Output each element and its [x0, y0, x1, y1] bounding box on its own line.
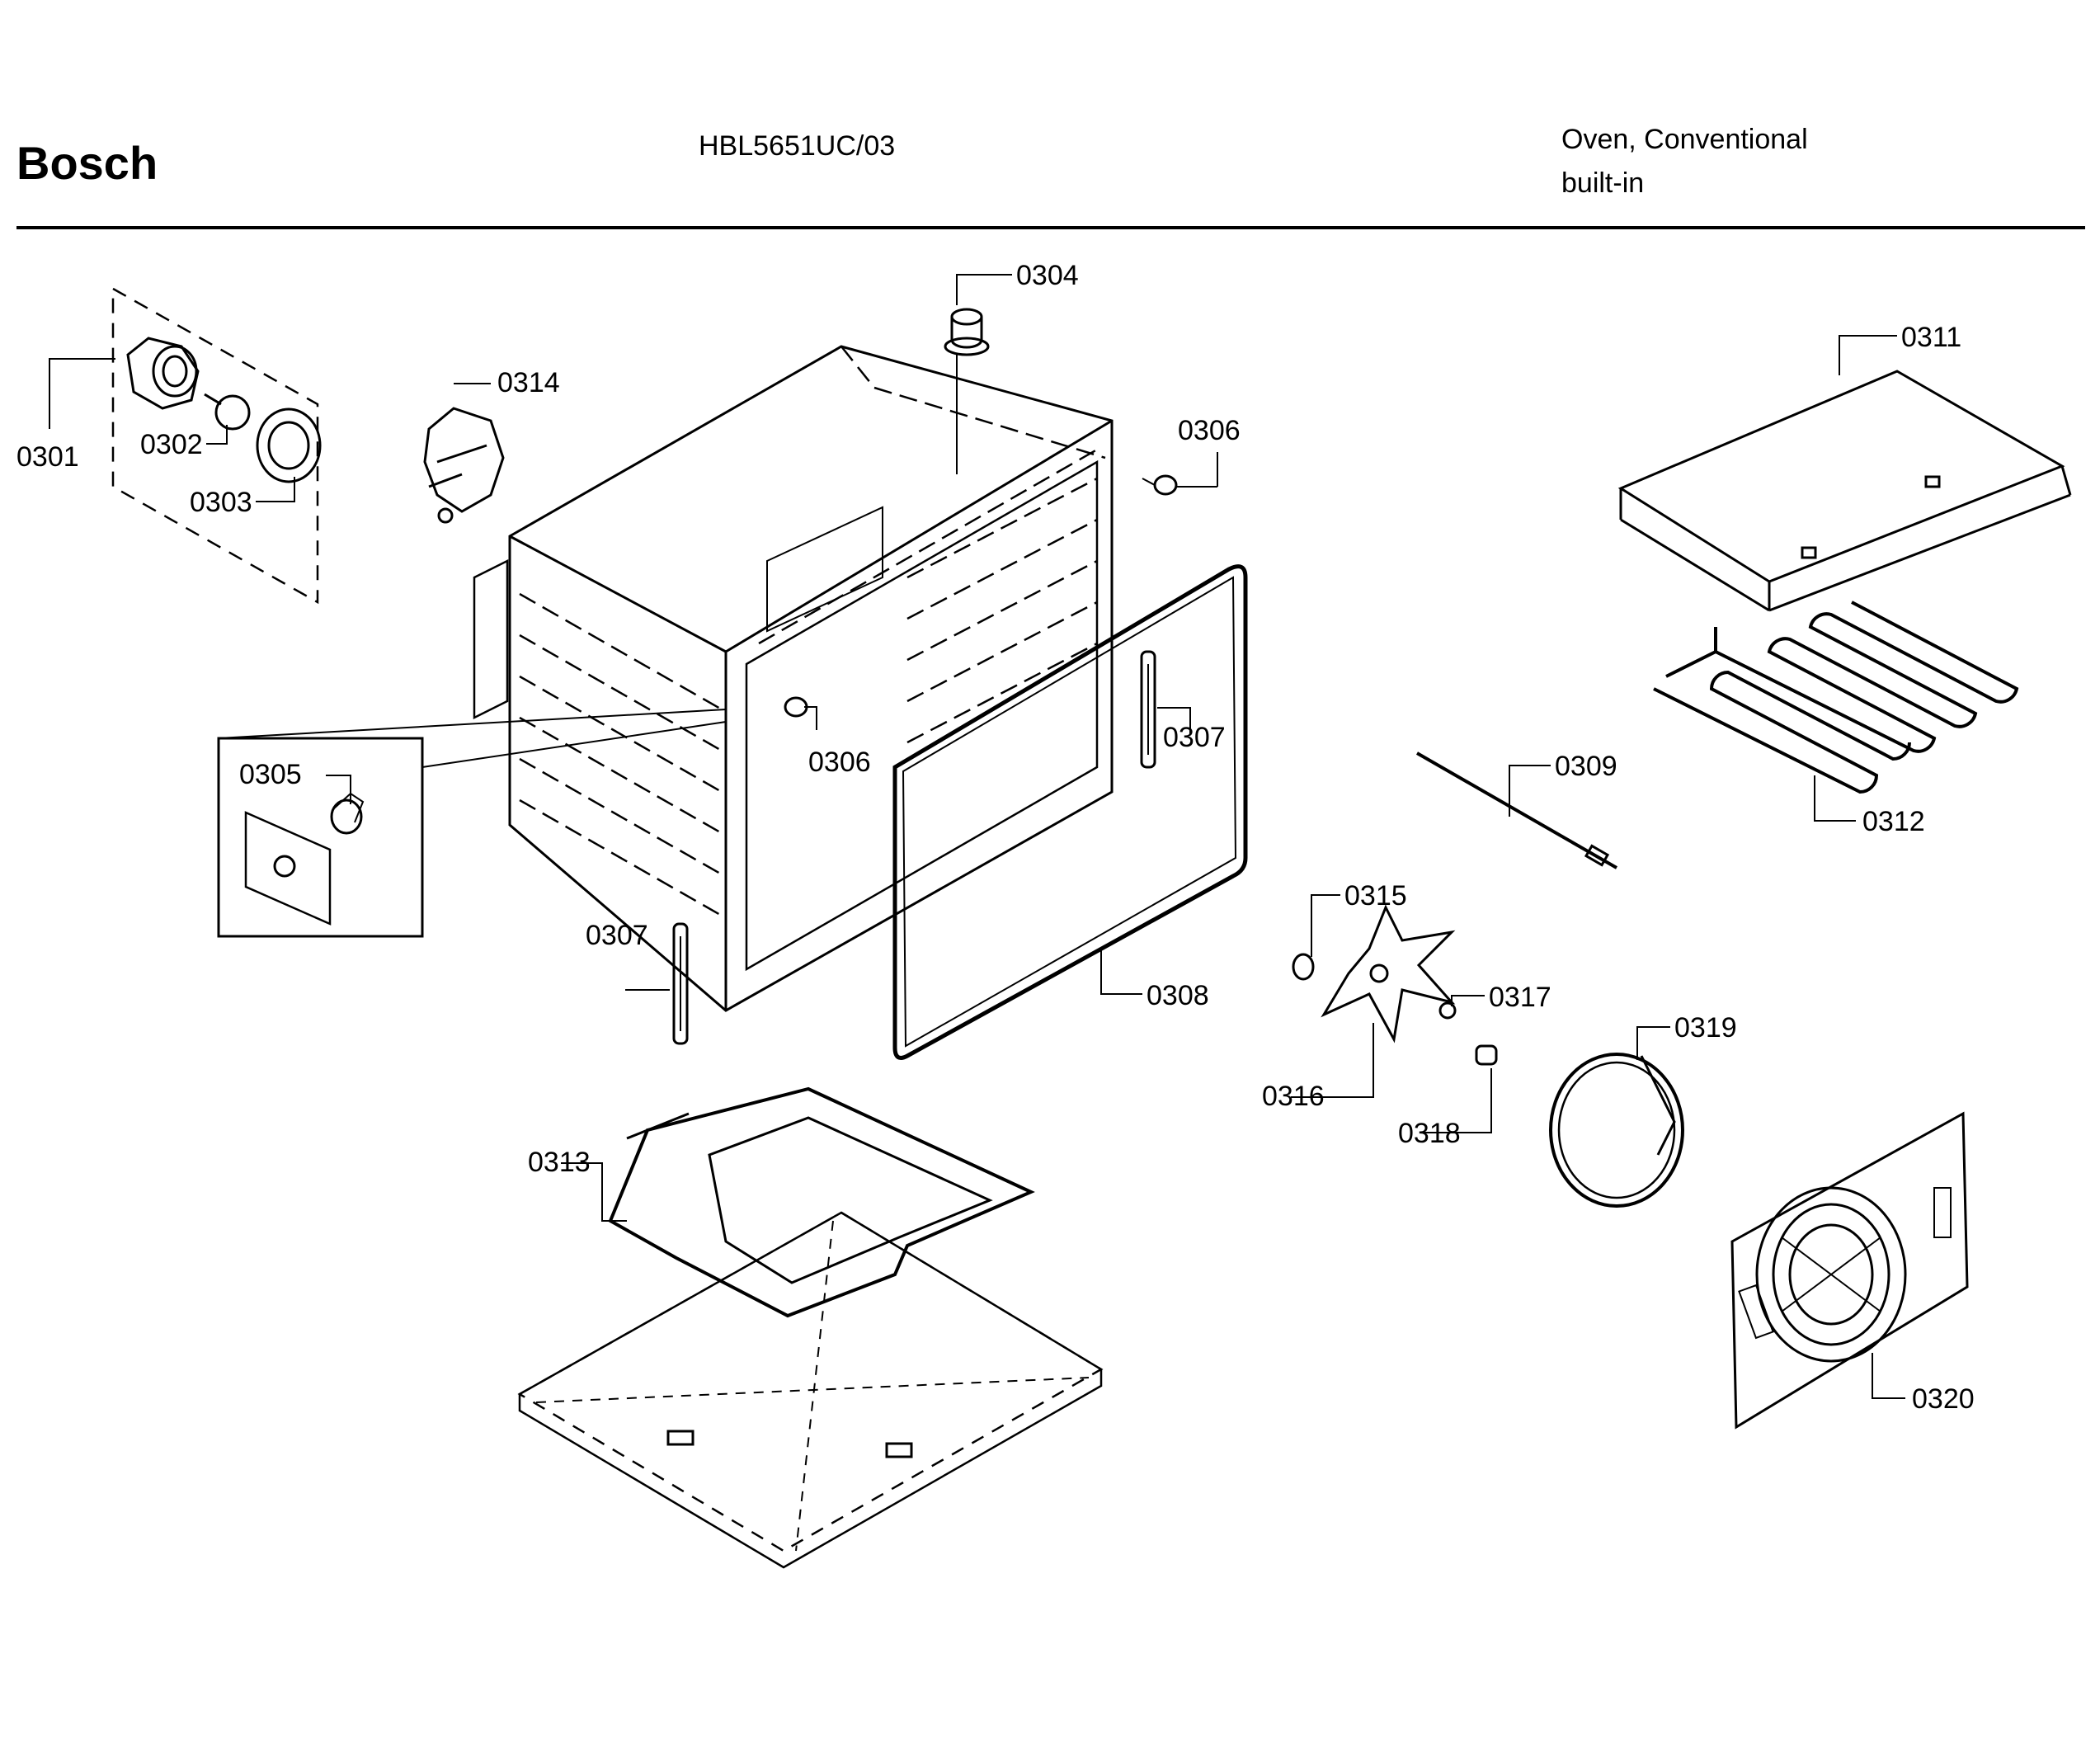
part-label-0316: 0316 — [1262, 1081, 1325, 1112]
part-label-0308: 0308 — [1147, 980, 1209, 1011]
part-label-0319: 0319 — [1674, 1012, 1737, 1044]
part-label-0301: 0301 — [16, 441, 79, 473]
part-label-0320: 0320 — [1912, 1383, 1975, 1415]
plug-part-upper — [1142, 474, 1178, 496]
part-label-0303: 0303 — [190, 487, 252, 518]
rack-support-left — [672, 922, 689, 1045]
part-label-0306-upper: 0306 — [1178, 415, 1241, 446]
part-label-0315: 0315 — [1344, 880, 1407, 912]
header-rule — [16, 226, 2085, 229]
meat-probe — [1416, 751, 1617, 869]
part-label-0309: 0309 — [1555, 751, 1617, 782]
plug-part-lower — [784, 696, 808, 718]
fan-nut — [1438, 1001, 1457, 1020]
lamp-cover-part — [256, 408, 322, 483]
leader-lines — [49, 274, 1905, 1399]
sensor-part — [944, 308, 990, 474]
part-label-0305: 0305 — [239, 759, 302, 790]
part-label-0304: 0304 — [1016, 260, 1079, 291]
lamp-socket-part — [126, 337, 200, 410]
convection-element — [1549, 1053, 1684, 1208]
oven-bottom — [517, 1211, 1104, 1569]
part-label-0317: 0317 — [1489, 982, 1551, 1013]
door-gasket — [892, 564, 1248, 1060]
brand-name: Bosch — [16, 137, 158, 189]
oven-cavity — [473, 345, 1114, 1012]
model-number: HBL5651UC/03 — [699, 130, 896, 162]
part-label-0307-right: 0307 — [1163, 722, 1226, 753]
part-label-0313: 0313 — [528, 1147, 591, 1178]
fan-blade — [1321, 904, 1456, 1044]
part-label-0311: 0311 — [1901, 322, 1961, 353]
lamp-assembly — [111, 286, 322, 605]
part-label-0312: 0312 — [1862, 806, 1925, 837]
part-label-0302: 0302 — [140, 429, 203, 460]
part-label-0318: 0318 — [1398, 1118, 1461, 1149]
fan-spacer — [1475, 1044, 1498, 1066]
lamp-bulb-part — [204, 393, 251, 431]
part-label-0314: 0314 — [497, 367, 560, 398]
inset-detail — [217, 709, 727, 938]
top-heat-shield — [1617, 370, 2072, 612]
appliance-subtype: built-in — [1561, 167, 1645, 199]
rear-fan-cover — [1730, 1111, 1969, 1430]
part-label-0306-lower: 0306 — [808, 747, 871, 778]
bake-element — [608, 1086, 1035, 1318]
appliance-type: Oven, Conventional — [1561, 124, 1808, 155]
door-lock-part — [423, 407, 505, 524]
fan-washer — [1292, 953, 1315, 981]
rack-support-right — [1140, 650, 1156, 769]
broil-element-upper — [1653, 601, 2019, 794]
part-label-0307-left: 0307 — [586, 920, 648, 951]
